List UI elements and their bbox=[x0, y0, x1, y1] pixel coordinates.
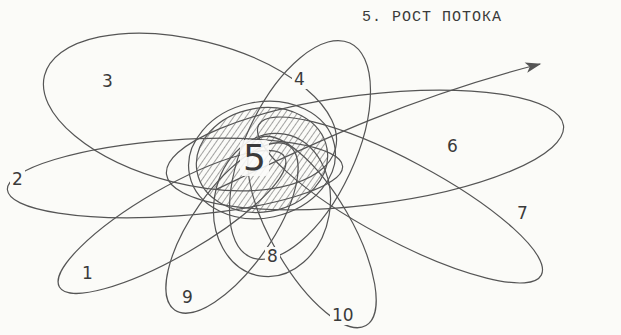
callout-number: 4 bbox=[292, 70, 307, 89]
callout-number: 1 bbox=[80, 264, 95, 283]
callout-number: 10 bbox=[330, 306, 356, 325]
title: 5. РОСТ ПОТОКА bbox=[362, 10, 502, 25]
callout-number: 9 bbox=[180, 288, 195, 307]
callout-number: 3 bbox=[100, 72, 115, 91]
callout-number: 7 bbox=[515, 204, 530, 223]
callout-number: 8 bbox=[265, 247, 280, 266]
center-number: 5 bbox=[240, 140, 269, 176]
callout-number: 2 bbox=[10, 170, 25, 189]
callout-number: 6 bbox=[445, 137, 460, 156]
